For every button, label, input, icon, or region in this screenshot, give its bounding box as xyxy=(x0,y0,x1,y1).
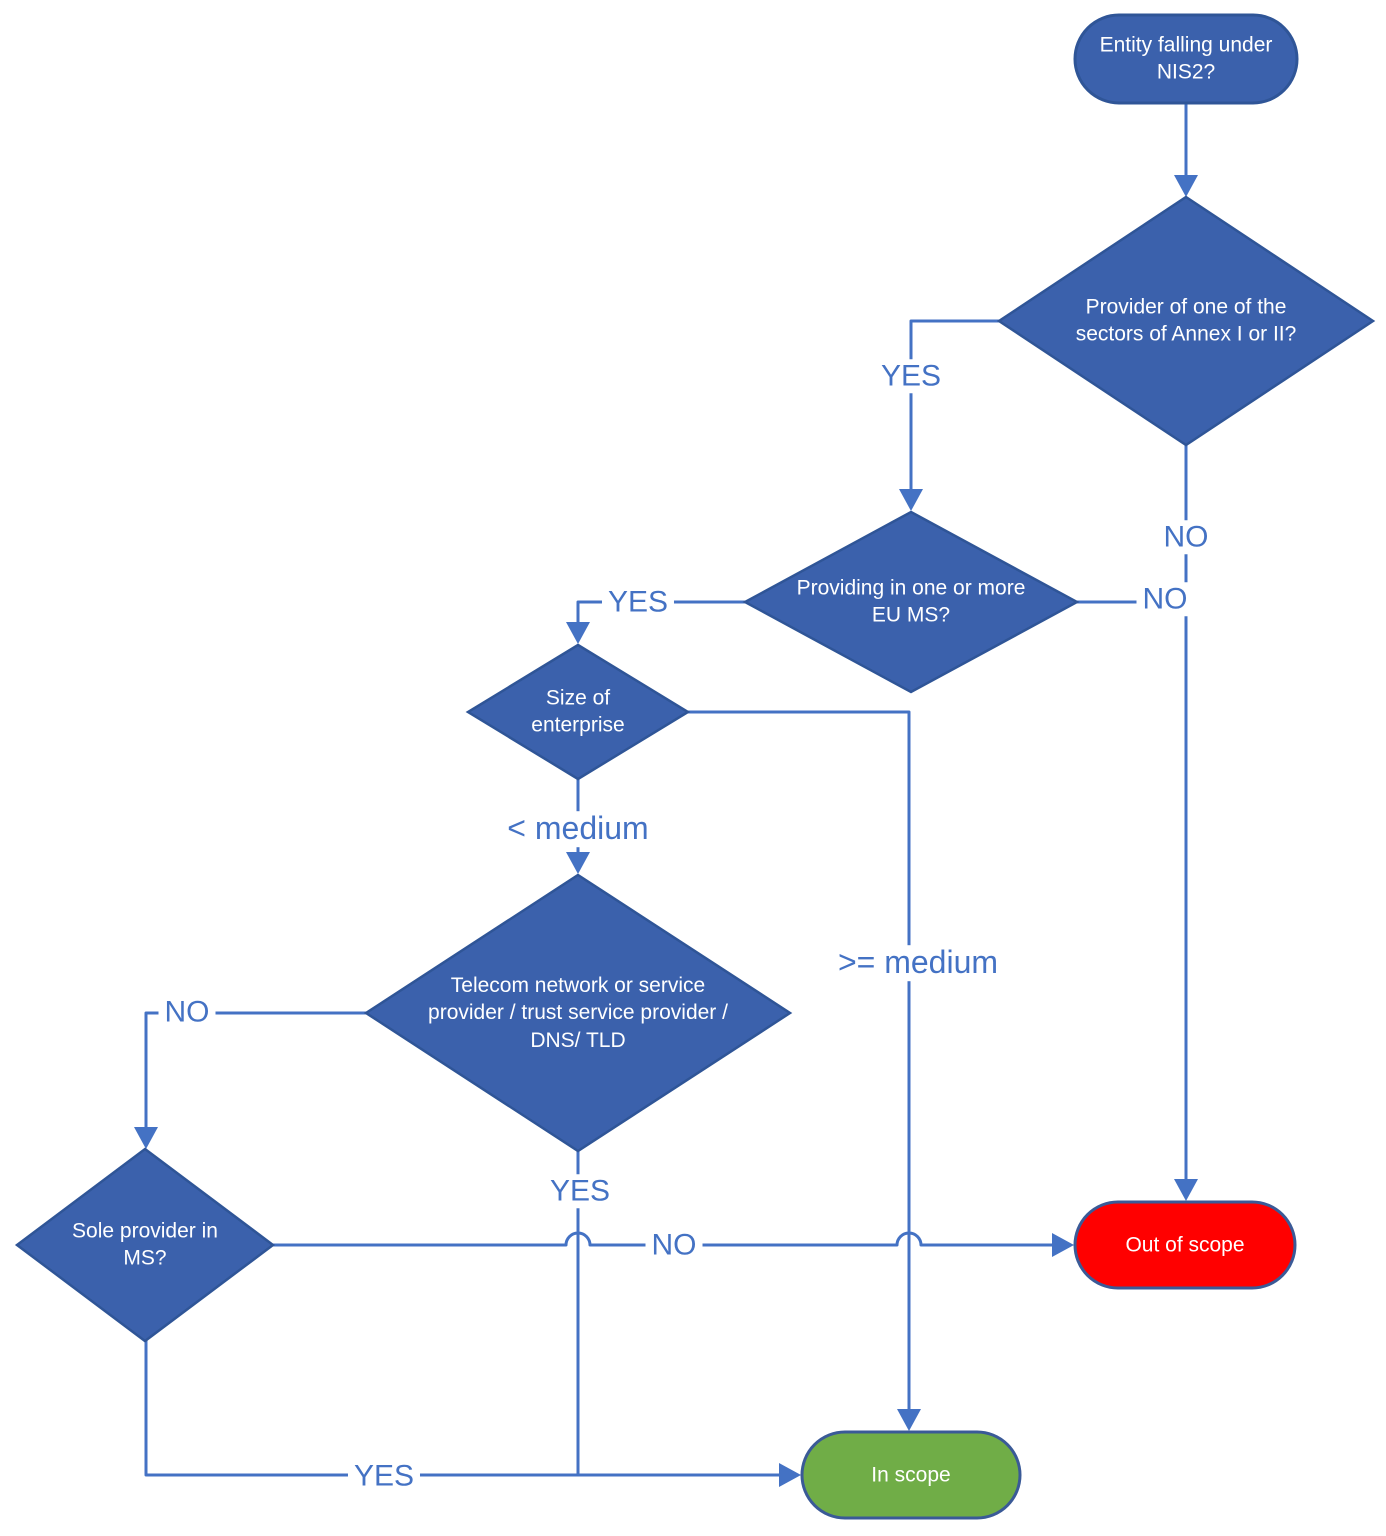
telecom-question-label: Telecom network or service provider / tr… xyxy=(428,974,728,1052)
node-eums-question xyxy=(742,510,1080,694)
edge-size-ge-medium xyxy=(686,710,911,1412)
edge-label-eums-no: NO xyxy=(1136,582,1194,616)
size-question-label: Size of enterprise xyxy=(531,686,625,737)
edge-telecom-no xyxy=(144,1011,370,1130)
arrowhead-into-sole xyxy=(134,1127,158,1149)
arrowhead-into-sector xyxy=(1174,175,1198,197)
node-out-of-scope xyxy=(1073,1200,1297,1290)
arrowhead-into-in-left xyxy=(779,1463,801,1487)
node-sole-question xyxy=(14,1147,276,1343)
node-size-question xyxy=(465,643,691,781)
edge-label-sole-yes: YES xyxy=(347,1459,421,1493)
edge-sole-yes xyxy=(144,1339,782,1477)
edge-label-telecom-yes: YES xyxy=(543,1174,617,1208)
edge-label-sector-yes: YES xyxy=(874,359,948,393)
arrowhead-into-size xyxy=(566,622,590,644)
edge-eums-yes xyxy=(576,600,747,625)
edge-label-sector-no: NO xyxy=(1157,520,1215,554)
in-scope-label: In scope xyxy=(871,1463,951,1487)
arrowhead-into-in-top xyxy=(897,1409,921,1431)
edge-label-lt-medium: < medium xyxy=(501,811,655,847)
edge-label-eums-yes: YES xyxy=(601,585,675,619)
out-of-scope-label: Out of scope xyxy=(1125,1233,1245,1257)
edge-sole-no xyxy=(271,1231,1055,1247)
edge-label-telecom-no: NO xyxy=(158,995,216,1029)
arrowhead-into-eums xyxy=(899,489,923,511)
node-sector-question xyxy=(996,195,1376,447)
sector-question-label: Provider of one of the sectors of Annex … xyxy=(1075,295,1297,346)
edge-label-sole-no: NO xyxy=(645,1228,703,1262)
arrowhead-into-telecom xyxy=(566,852,590,874)
node-telecom-question xyxy=(363,873,793,1153)
edge-label-ge-medium: >= medium xyxy=(831,945,1005,981)
node-in-scope xyxy=(800,1430,1022,1520)
sole-question-label: Sole provider in MS? xyxy=(72,1219,218,1270)
arrowhead-into-out-left xyxy=(1052,1233,1074,1257)
eums-question-label: Providing in one or more EU MS? xyxy=(796,576,1026,627)
start-label: Entity falling under NIS2? xyxy=(1099,33,1273,84)
edge-sector-yes xyxy=(909,319,1002,492)
arrowhead-into-out-top xyxy=(1174,1179,1198,1201)
node-start xyxy=(1073,13,1299,105)
